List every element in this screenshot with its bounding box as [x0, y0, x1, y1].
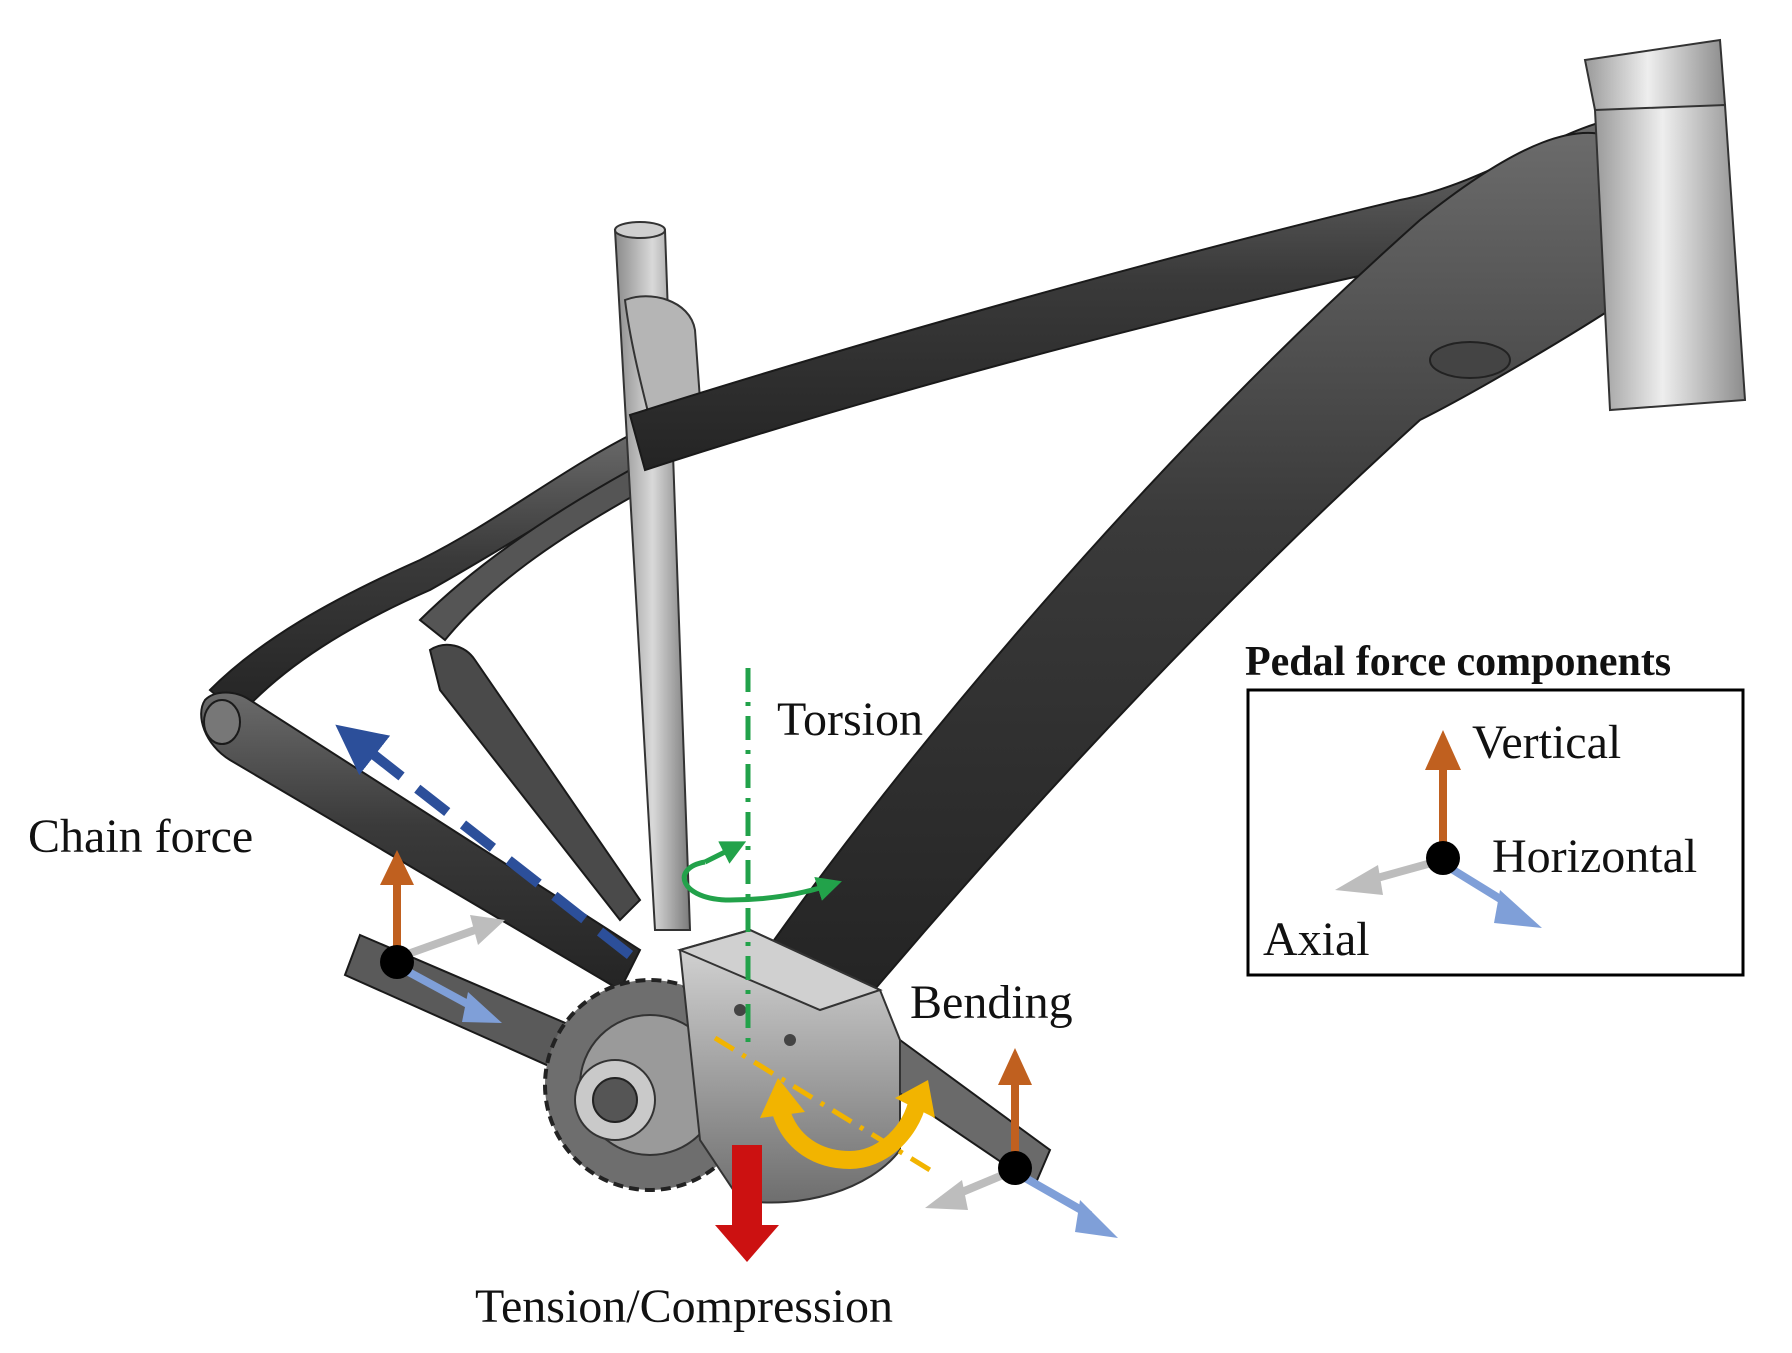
motor-bolt — [784, 1034, 796, 1046]
legend-box — [1246, 688, 1745, 977]
right-axial-arrowhead — [925, 1180, 968, 1210]
left-horizontal-arrow — [403, 966, 477, 1012]
bending-arrowhead-left — [760, 1078, 805, 1118]
right-horizontal-arrowhead — [1075, 1200, 1118, 1238]
left-vertical-arrowhead — [380, 850, 414, 885]
chain-force-arrow — [335, 724, 634, 959]
legend-axial-arrowhead — [1335, 865, 1383, 895]
legend-vertical-arrowhead — [1425, 730, 1461, 770]
legend-horizontal-arrowhead — [1494, 890, 1542, 928]
torsion-rotation-start — [703, 841, 747, 865]
right-pedal-point — [998, 1151, 1032, 1185]
seat-stay — [208, 428, 652, 717]
tension-compression-label: Tension/Compression — [475, 1280, 893, 1333]
left-pedal-force-components — [380, 850, 505, 1023]
legend-vertical-label: Vertical — [1472, 716, 1621, 769]
left-pedal-point — [380, 945, 414, 979]
left-axial-arrowhead — [470, 915, 505, 945]
left-horizontal-arrowhead — [462, 992, 502, 1023]
bending-rotation-arrow — [771, 1097, 927, 1170]
chain-force-label: Chain force — [28, 810, 253, 863]
motor-bolt — [734, 1004, 746, 1016]
left-axial-arrow — [403, 926, 477, 959]
torsion-label: Torsion — [777, 693, 923, 746]
torsion-rotation-arrow — [681, 859, 842, 903]
bending-arrowhead-right — [895, 1080, 935, 1118]
chain-stay-inner — [428, 643, 642, 922]
head-tube — [1583, 38, 1727, 117]
motor-top — [677, 928, 883, 1012]
down-tube-port — [1429, 341, 1511, 379]
seat-tube-top — [614, 221, 666, 239]
tension-arrow-shaft — [732, 1145, 762, 1225]
pedal-force-legend: Pedal force components Vertical Horizont… — [1245, 639, 1745, 977]
legend-title: Pedal force components — [1245, 639, 1671, 685]
right-vertical-arrowhead — [998, 1048, 1032, 1085]
bending-axis — [713, 1035, 932, 1173]
torsion-indicator: Torsion — [681, 668, 923, 1045]
right-pedal-force-components — [925, 1048, 1118, 1238]
bending-indicator: Bending — [713, 976, 1073, 1173]
legend-pedal-point — [1426, 841, 1460, 875]
tension-arrow-head — [715, 1225, 779, 1262]
chain-force-indicator: Chain force — [28, 724, 634, 959]
legend-axial-label: Axial — [1263, 913, 1370, 966]
right-horizontal-arrow — [1018, 1171, 1092, 1219]
tension-compression-indicator: Tension/Compression — [475, 1145, 893, 1333]
frame-drawing — [200, 38, 1747, 1204]
crank-bolt — [592, 1077, 638, 1123]
legend-horizontal-label: Horizontal — [1492, 830, 1697, 883]
dropout — [203, 699, 241, 745]
head-tube-body — [1593, 103, 1747, 412]
bending-label: Bending — [910, 976, 1073, 1029]
legend-axial-arrow — [1368, 858, 1437, 884]
